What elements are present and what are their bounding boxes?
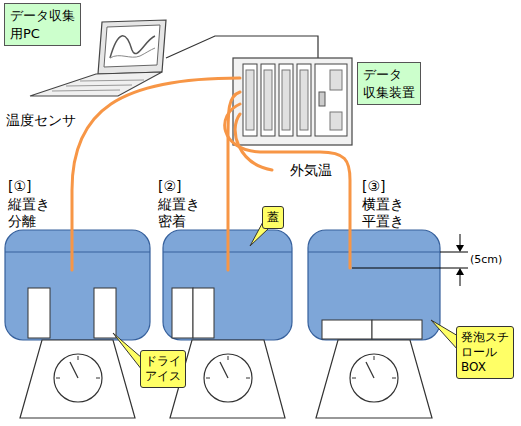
case-label: [②] 縦置き 密着 (158, 178, 200, 231)
node-text: 発泡スチ ロール BOX (461, 330, 509, 375)
weighing-scales (20, 340, 432, 418)
case-label: [③] 横置き 平置き (362, 178, 404, 231)
ambient-label: 外気温 (290, 162, 332, 180)
logger-label-box: データ 収集装置 (357, 62, 421, 105)
data-logger-rack (233, 58, 352, 145)
pc-label-box: データ収集 用PC (4, 3, 81, 46)
dimension-label: (5cm) (470, 253, 502, 267)
sensor-cables (72, 78, 350, 270)
sensor-label: 温度センサ (6, 112, 76, 130)
callout-box: ドライ アイス (140, 350, 186, 388)
dry-ice-blocks (28, 288, 422, 339)
node-text: 蓋 (267, 210, 279, 225)
styrofoam-boxes (5, 230, 440, 340)
callout-box: 蓋 (262, 206, 284, 229)
node-text: データ 収集装置 (363, 66, 415, 101)
dimension-5cm (352, 234, 468, 286)
node-text: ドライ アイス (145, 354, 181, 384)
node-text: データ収集 用PC (10, 7, 75, 42)
case-label: [①] 縦置き 分離 (8, 178, 50, 231)
callout-box: 発泡スチ ロール BOX (456, 326, 514, 379)
callout-tails (113, 220, 458, 370)
